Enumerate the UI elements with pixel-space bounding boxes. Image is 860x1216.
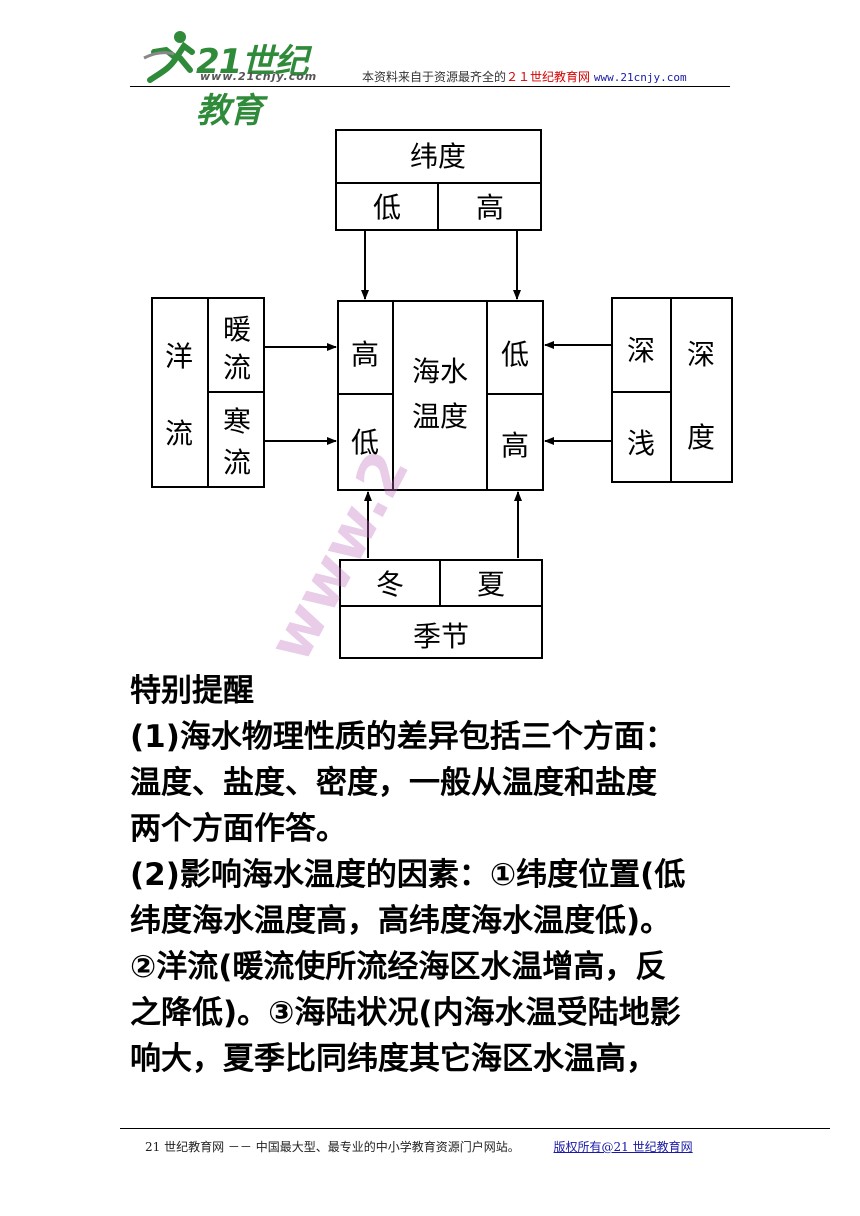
sea-temperature-diagram: 纬度 低 高 高 低 海水 温度 低 高 洋 流 暖 流 寒 流 深 浅 深 度… (151, 129, 733, 659)
header-site-link[interactable]: www.21cnjy.com (593, 71, 687, 84)
season-winter: 冬 (376, 568, 404, 601)
notes-section: 特别提醒 (1)海水物理性质的差异包括三个方面： 温度、盐度、密度，一般从温度和… (130, 668, 740, 1082)
notes-line: 温度、盐度、密度，一般从温度和盐度 (130, 765, 657, 801)
logo-text: 21世纪教育 (196, 42, 308, 131)
footer-site-text: 21 世纪教育网 －－ 中国最大型、最专业的中小学教育资源门户网站。 (145, 1140, 520, 1154)
latitude-high: 高 (476, 191, 504, 224)
cold-current-2: 流 (223, 446, 251, 479)
current-label-2: 流 (165, 417, 193, 450)
logo-url: www.21cnjy.com (200, 70, 318, 83)
temperature-high-left: 高 (351, 338, 379, 371)
latitude-low: 低 (373, 191, 401, 224)
temperature-low-right: 低 (501, 338, 529, 371)
current-label-1: 洋 (165, 340, 193, 373)
header-divider (130, 86, 730, 87)
center-title-line-2: 温度 (412, 400, 468, 433)
depth-shallow: 浅 (627, 427, 655, 460)
latitude-title: 纬度 (410, 140, 466, 173)
center-title-line-1: 海水 (412, 355, 468, 388)
warm-current-1: 暖 (223, 313, 251, 346)
header-note: 本资料来自于资源最齐全的２１世纪教育网 www.21cnjy.com (362, 68, 687, 85)
depth-label-1: 深 (687, 338, 715, 371)
header-note-site: ２１世纪教育网 (506, 70, 591, 84)
temperature-high-right: 高 (501, 429, 529, 462)
depth-label-2: 度 (687, 421, 715, 454)
header-note-prefix: 本资料来自于资源最齐全的 (362, 70, 507, 84)
copyright-link[interactable]: 版权所有@21 世纪教育网 (553, 1140, 693, 1154)
sea-temperature-box (337, 300, 544, 491)
warm-current-2: 流 (223, 351, 251, 384)
notes-line: ②洋流(暖流使所流经海区水温增高，反 (130, 949, 667, 985)
notes-line: 响大，夏季比同纬度其它海区水温高， (130, 1041, 657, 1077)
running-figure-icon (143, 31, 195, 83)
depth-deep: 深 (627, 334, 655, 367)
notes-heading: 特别提醒 (130, 673, 254, 709)
footer: 21 世纪教育网 －－ 中国最大型、最专业的中小学教育资源门户网站。 版权所有@… (145, 1138, 693, 1155)
temperature-low-left: 低 (351, 426, 379, 459)
notes-line: (2)影响海水温度的因素：①纬度位置(低 (130, 857, 686, 893)
site-logo: 21世纪教育 www.21cnjy.com (140, 28, 340, 131)
season-title: 季节 (413, 620, 469, 653)
footer-divider (120, 1128, 830, 1129)
notes-line: (1)海水物理性质的差异包括三个方面： (130, 719, 676, 755)
notes-line: 两个方面作答。 (130, 811, 347, 847)
notes-line: 纬度海水温度高，高纬度海水温度低)。 (130, 903, 672, 939)
notes-line: 之降低)。③海陆状况(内海水温受陆地影 (130, 995, 681, 1031)
season-summer: 夏 (477, 568, 505, 601)
cold-current-1: 寒 (223, 405, 251, 438)
